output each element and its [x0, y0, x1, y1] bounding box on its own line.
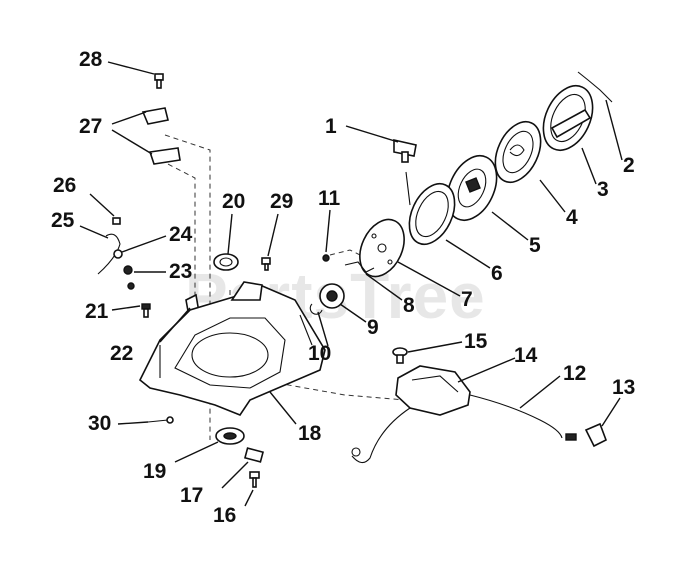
part-screw-21: [141, 303, 151, 318]
callout-11: 11: [318, 187, 341, 210]
callout-21: 21: [85, 300, 109, 323]
part-screw-29: [261, 257, 271, 271]
part-pin: [147, 416, 174, 424]
part-pulley: [446, 155, 498, 221]
callout-29: 29: [270, 190, 293, 213]
part-plate: [243, 447, 265, 463]
part-bracket: [141, 73, 181, 165]
part-spring-clip: [344, 261, 375, 273]
part-ht-lead: [469, 394, 563, 439]
part-spark-cap: [565, 422, 608, 448]
callout-22: 22: [110, 342, 133, 365]
callout-1: 1: [325, 115, 337, 138]
callout-10: 10: [308, 342, 331, 365]
part-gear: [319, 283, 345, 309]
part-ground-wire: [97, 217, 135, 290]
callout-17: 17: [180, 484, 203, 507]
part-recoil-cover: [542, 71, 613, 151]
callout-16: 16: [213, 504, 236, 527]
callout-14: 14: [514, 344, 538, 367]
callout-12: 12: [563, 362, 586, 385]
part-rope-coil: [405, 171, 456, 246]
part-bearing: [213, 253, 239, 271]
callout-27: 27: [79, 115, 102, 138]
callout-7: 7: [461, 288, 473, 311]
callout-2: 2: [623, 154, 635, 177]
part-spring-housing: [494, 120, 542, 184]
part-handle: [393, 138, 417, 163]
callout-3: 3: [597, 178, 609, 201]
part-small-screw: [322, 254, 330, 262]
callout-30: 30: [88, 412, 111, 435]
callout-23: 23: [169, 260, 192, 283]
callout-labels: 1 2 3 4 5 6 7 8 9 10 11 12 13 14 15 16 1…: [51, 48, 635, 527]
part-screw-15: [392, 347, 408, 364]
part-retainer-plate: [359, 218, 405, 278]
part-retaining-ring: [309, 303, 323, 315]
callout-20: 20: [222, 190, 245, 213]
callout-4: 4: [566, 206, 578, 229]
callout-19: 19: [143, 460, 166, 483]
callout-24: 24: [169, 223, 193, 246]
part-grommet: [215, 427, 245, 445]
callout-8: 8: [403, 294, 415, 317]
callout-13: 13: [612, 376, 635, 399]
callout-25: 25: [51, 209, 75, 232]
callout-6: 6: [491, 262, 503, 285]
part-screw-16: [249, 471, 260, 488]
part-main-housing: [138, 281, 326, 416]
callout-18: 18: [298, 422, 322, 445]
callout-15: 15: [464, 330, 488, 353]
callout-9: 9: [367, 316, 379, 339]
callout-5: 5: [529, 234, 541, 257]
leader-lines: [79, 61, 623, 507]
callout-26: 26: [53, 174, 76, 197]
part-ignition-module: [351, 365, 471, 464]
callout-28: 28: [79, 48, 103, 71]
